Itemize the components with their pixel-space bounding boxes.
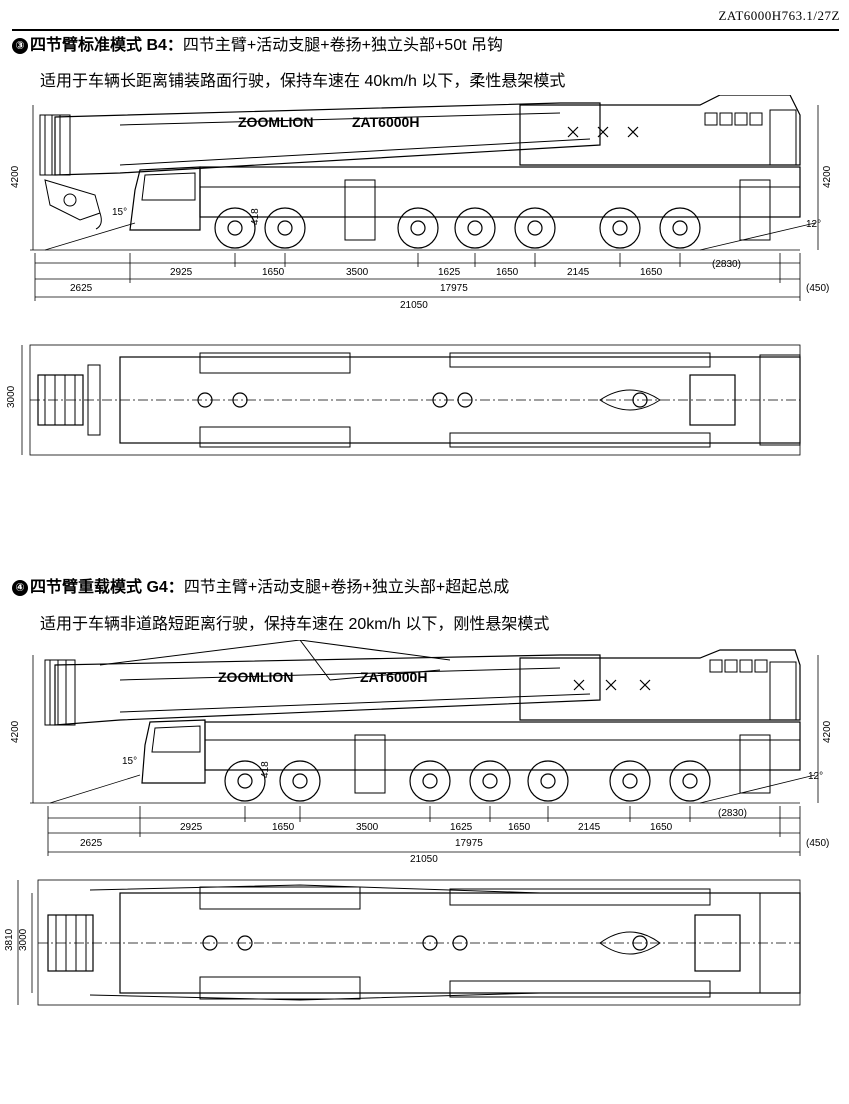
section-4-number: ④ <box>12 580 28 596</box>
section-3-mode-title: 四节臂标准模式 B4 <box>30 37 167 54</box>
section-4-configuration: 四节主臂+活动支腿+卷扬+独立头部+超起总成 <box>183 579 510 596</box>
s3-dim-3500: 3500 <box>346 267 369 278</box>
s4-dim-overall: 21050 <box>410 854 438 865</box>
s3-dim-1650-a: 1650 <box>262 267 285 278</box>
document-code: ZAT6000H763.1/27Z <box>718 8 840 23</box>
s3-angle-front: 15° <box>112 207 127 218</box>
s4-brand-label: ZOOMLION <box>218 669 293 685</box>
section-3-top-view-drawing: 3000 <box>6 344 801 456</box>
s3-model-label: ZAT6000H <box>352 114 419 130</box>
s4-angle-rear: 12° <box>808 771 823 782</box>
section-4-side-view-drawing: 4200 4200 15° 12° 418 ZOOMLION ZAT6000H … <box>10 640 833 865</box>
s4-dim-2830: (2830) <box>718 808 747 819</box>
section-4-description: 适用于车辆非道路短距离行驶，保持车速在 20km/h 以下，刚性悬架模式 <box>40 616 550 633</box>
s3-dim-2925: 2925 <box>170 267 193 278</box>
s3-height-left: 4200 <box>10 165 21 188</box>
s4-top-width-outer: 3810 <box>4 928 15 951</box>
s4-wheel-dim: 418 <box>260 761 271 778</box>
s4-angle-front: 15° <box>122 756 137 767</box>
section-3-description: 适用于车辆长距离铺装路面行驶，保持车速在 40km/h 以下，柔性悬架模式 <box>40 73 566 90</box>
s3-dim-2145: 2145 <box>567 267 590 278</box>
s3-dim-overall: 21050 <box>400 300 428 310</box>
s4-dim-450: (450) <box>806 838 829 849</box>
s3-dim-1650-b: 1650 <box>496 267 519 278</box>
s3-brand-label: ZOOMLION <box>238 114 313 130</box>
s3-height-right: 4200 <box>822 165 833 188</box>
header-rule <box>12 29 839 31</box>
section-3-side-view-drawing: 4200 4200 15° 12° 418 ZOOMLION ZAT6000H … <box>10 95 833 310</box>
s4-dim-1650-c: 1650 <box>650 822 673 833</box>
s4-dim-2925: 2925 <box>180 822 203 833</box>
s3-dim-2625: 2625 <box>70 283 93 294</box>
s4-dim-1650-b: 1650 <box>508 822 531 833</box>
section-3-configuration: 四节主臂+活动支腿+卷扬+独立头部+50t 吊钩 <box>182 37 503 54</box>
s4-height-right: 4200 <box>822 720 833 743</box>
s3-dim-1650-c: 1650 <box>640 267 663 278</box>
s3-dim-1625: 1625 <box>438 267 461 278</box>
section-4-top-view-drawing: 3810 3000 <box>4 879 801 1006</box>
section-4-mode-title: 四节臂重载模式 G4 <box>30 579 168 596</box>
s4-dim-1625: 1625 <box>450 822 473 833</box>
s3-dim-450: (450) <box>806 283 829 294</box>
s3-dim-17975: 17975 <box>440 283 468 294</box>
s4-model-label: ZAT6000H <box>360 669 427 685</box>
s3-dim-2830: (2830) <box>712 259 741 270</box>
s4-dim-17975: 17975 <box>455 838 483 849</box>
section-3-number: ③ <box>12 38 28 54</box>
s4-dim-3500: 3500 <box>356 822 379 833</box>
s4-dim-1650-a: 1650 <box>272 822 295 833</box>
s3-wheel-dim: 418 <box>250 208 261 225</box>
s4-dim-2625: 2625 <box>80 838 103 849</box>
s4-height-left: 4200 <box>10 720 21 743</box>
s4-dim-2145: 2145 <box>578 822 601 833</box>
s4-top-width-inner: 3000 <box>18 928 29 951</box>
s3-angle-rear: 12° <box>806 219 821 230</box>
s3-top-width: 3000 <box>6 385 17 408</box>
